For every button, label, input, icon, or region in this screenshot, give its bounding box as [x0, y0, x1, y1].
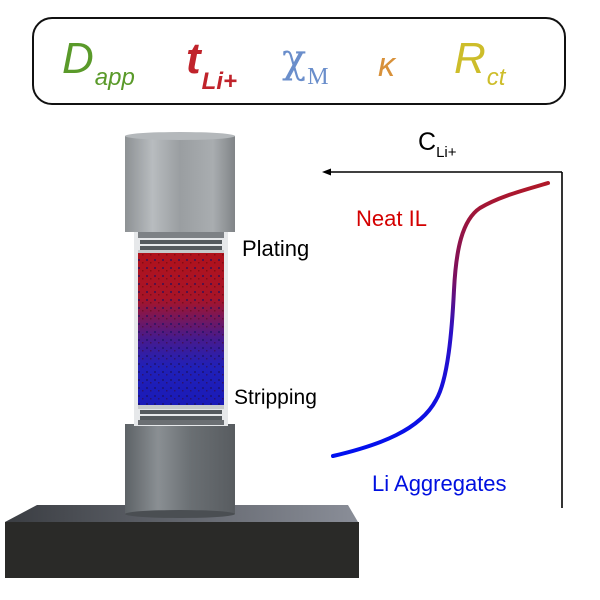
top-electrode	[125, 132, 235, 232]
property-symbol: χ	[282, 36, 307, 82]
axis-label-sub: Li+	[436, 144, 457, 161]
property-symbol: D	[62, 34, 94, 83]
property-symbol: R	[454, 34, 486, 83]
property-subscript: ct	[486, 64, 506, 91]
profile-curve	[331, 181, 550, 458]
plating-label: Plating	[242, 236, 310, 261]
plot-axes	[322, 168, 563, 508]
axis-label-main: C	[418, 128, 437, 156]
property-r-ct: Rct	[454, 34, 505, 92]
property-subscript: Li+	[201, 68, 237, 95]
stripping-label: Stripping	[234, 386, 317, 409]
property-subscript: M	[307, 64, 329, 90]
property-symbol: t	[186, 34, 201, 83]
neat-il-label: Neat IL	[356, 206, 427, 231]
bottom-electrode	[125, 424, 235, 518]
property-subscript: app	[94, 64, 135, 91]
property-chi-m: χM	[282, 36, 329, 90]
properties-box: Dapp tLi+ χM κ Rct	[32, 17, 566, 105]
concentration-axis-label: CLi+	[418, 128, 457, 161]
property-d-app: Dapp	[62, 34, 135, 92]
property-symbol: κ	[378, 46, 395, 84]
property-kappa: κ	[378, 43, 395, 87]
li-aggregates-label: Li Aggregates	[372, 471, 507, 496]
property-t-li: tLi+	[186, 34, 237, 96]
